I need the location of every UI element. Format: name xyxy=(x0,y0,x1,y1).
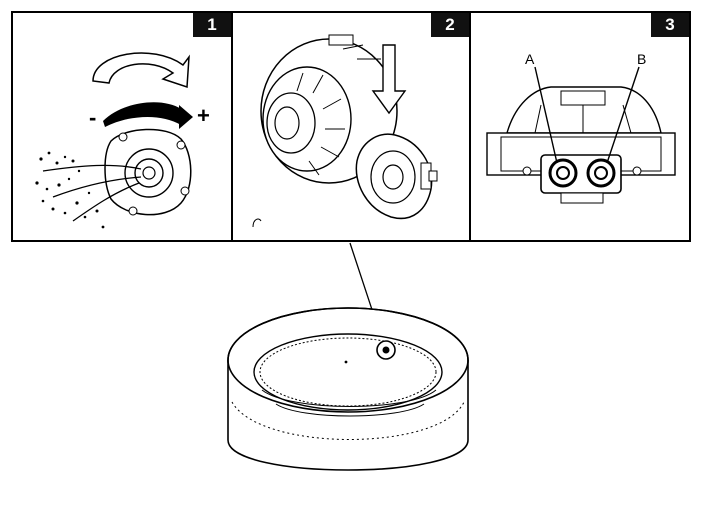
step-number-badge: 2 xyxy=(431,13,469,37)
label-a: A xyxy=(525,51,535,67)
pressure-wedge-arrow xyxy=(103,102,181,127)
housing-dome xyxy=(506,86,662,134)
ring-inner xyxy=(253,333,443,411)
label-b: B xyxy=(637,51,647,67)
disassembly-illustration xyxy=(252,34,438,228)
minus-sign: - xyxy=(89,105,97,130)
ring-outer-top xyxy=(227,307,469,413)
leader-line-a xyxy=(534,66,558,164)
ring-outer-wall xyxy=(227,360,469,471)
leader-line-b xyxy=(606,66,640,164)
step-number-badge: 1 xyxy=(193,13,231,37)
step-number-badge: 3 xyxy=(651,13,689,37)
down-arrow-icon xyxy=(371,44,407,115)
rotate-arrow-icon xyxy=(92,52,190,89)
detail-leader-line xyxy=(349,242,385,347)
plus-sign: + xyxy=(197,103,210,128)
connector-illustration xyxy=(486,66,676,204)
screw-icon xyxy=(376,340,396,360)
step-panel-1: 1 - + xyxy=(11,11,233,242)
nozzle-adjust-illustration xyxy=(35,52,193,229)
step-panel-2: 2 xyxy=(231,11,471,242)
water-spray xyxy=(42,164,142,222)
step-panel-3: 3 A B xyxy=(469,11,691,242)
